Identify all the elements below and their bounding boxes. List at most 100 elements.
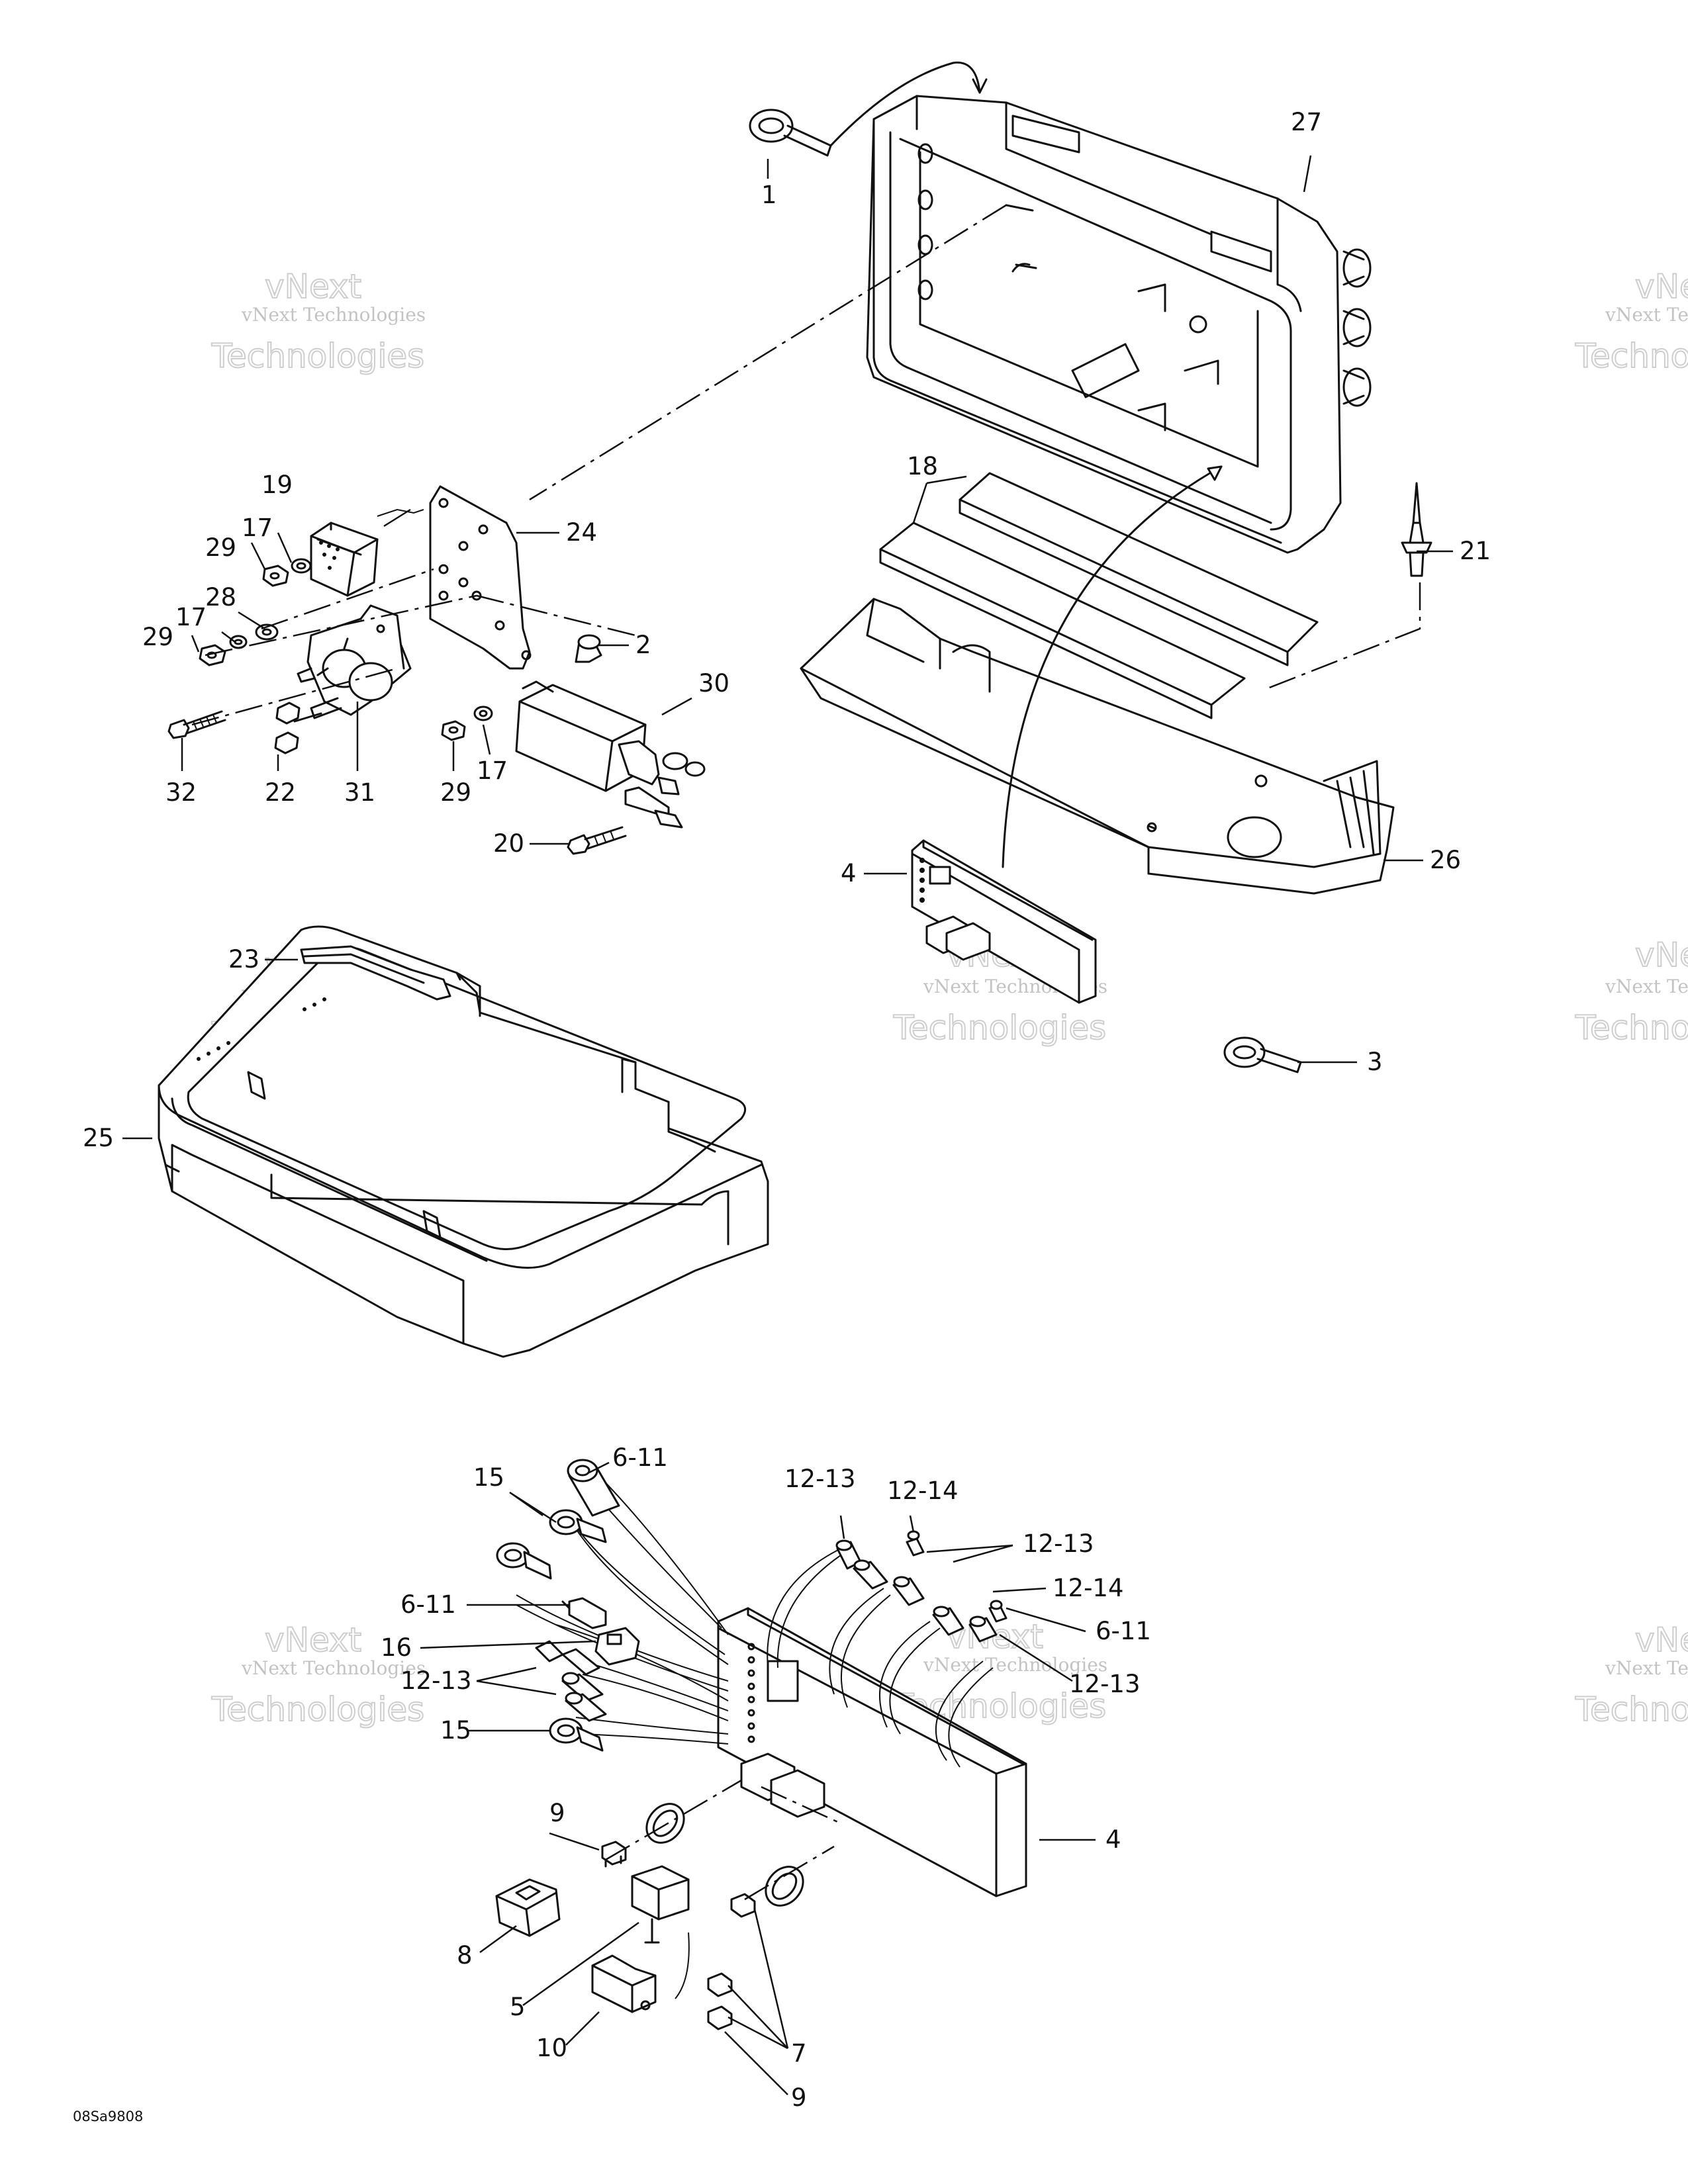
callout-17-b: 17 bbox=[175, 603, 207, 631]
callout-5: 5 bbox=[510, 1993, 526, 2021]
guide-line-1 bbox=[529, 204, 1007, 501]
callout-10: 10 bbox=[536, 2034, 567, 2062]
callout-labels: 1 27 18 21 19 24 17 29 28 17 29 2 30 32 … bbox=[83, 108, 1491, 2112]
fitting-3 bbox=[1342, 367, 1372, 407]
watermark-1: vNext vNext Technologies Technologies bbox=[211, 267, 426, 376]
fuse-7-a bbox=[730, 1893, 756, 1918]
base-tray bbox=[800, 465, 1395, 895]
fuse-7-b bbox=[707, 1972, 733, 1997]
insulator-pads bbox=[879, 472, 1319, 719]
svg-text:vNext: vNext bbox=[947, 1617, 1043, 1656]
callout-32: 32 bbox=[165, 778, 197, 807]
callout-22: 22 bbox=[265, 778, 296, 807]
guide-line-5 bbox=[191, 667, 398, 726]
guide-line-3 bbox=[261, 568, 434, 630]
callout-15-b: 15 bbox=[440, 1716, 471, 1745]
svg-text:vNext: vNext bbox=[265, 1621, 361, 1659]
svg-text:Technologies: Technologies bbox=[1575, 1009, 1688, 1047]
callout-30: 30 bbox=[698, 669, 729, 698]
guide-line-8 bbox=[744, 1845, 835, 1901]
callout-26: 26 bbox=[1430, 846, 1461, 874]
callout-6-11-b: 6-11 bbox=[400, 1590, 456, 1619]
guide-line-9 bbox=[761, 1786, 841, 1825]
svg-text:vNext Technologies: vNext Technologies bbox=[241, 1657, 426, 1679]
svg-text:vNext: vNext bbox=[1635, 1621, 1688, 1659]
callout-12-14-a: 12-14 bbox=[887, 1477, 959, 1505]
callout-12-14-b: 12-14 bbox=[1053, 1574, 1124, 1602]
callout-leaders bbox=[122, 155, 1453, 2095]
fuse-wire bbox=[675, 1932, 690, 1999]
fuse-9-bottom bbox=[707, 2005, 733, 2030]
svg-text:Technologies: Technologies bbox=[211, 1690, 424, 1729]
fasteners-left bbox=[199, 558, 312, 666]
callout-28: 28 bbox=[205, 583, 236, 612]
box-cover bbox=[158, 925, 769, 1358]
guide-line-2 bbox=[1267, 582, 1421, 690]
circuit-board-top bbox=[911, 839, 1097, 1004]
callout-12-13-c: 12-13 bbox=[1023, 1529, 1094, 1558]
callout-23: 23 bbox=[228, 945, 259, 974]
callout-4-bottom: 4 bbox=[1105, 1825, 1121, 1854]
guide-line-7 bbox=[605, 1779, 742, 1861]
callout-2: 2 bbox=[635, 631, 651, 659]
fuse-base-10 bbox=[591, 1954, 657, 2013]
guide-line-4 bbox=[205, 594, 477, 657]
screw-32 bbox=[167, 710, 226, 739]
watermark-6: vNext vNext Technologies Technologies bbox=[1574, 935, 1688, 1048]
callout-12-13-d: 12-13 bbox=[1069, 1670, 1141, 1698]
fuse-box-5 bbox=[631, 1865, 690, 1944]
seal-strip bbox=[300, 945, 451, 1001]
watermark-3: vNext vNext Technologies Technologies bbox=[1574, 267, 1688, 376]
svg-text:vNext: vNext bbox=[1635, 267, 1688, 306]
callout-17-a: 17 bbox=[242, 514, 273, 542]
callout-25: 25 bbox=[83, 1124, 114, 1152]
box-housing bbox=[866, 95, 1372, 554]
svg-text:vNext Technologies: vNext Technologies bbox=[923, 1654, 1107, 1676]
callout-20: 20 bbox=[493, 829, 524, 858]
callout-19: 19 bbox=[261, 471, 293, 499]
callout-31: 31 bbox=[344, 778, 375, 807]
callout-1: 1 bbox=[761, 181, 777, 209]
wire-harness bbox=[516, 1469, 994, 1768]
grommet-1 bbox=[645, 1803, 685, 1844]
svg-text:vNext Technologies: vNext Technologies bbox=[241, 304, 426, 326]
push-rivet bbox=[1401, 482, 1432, 577]
relay-30 bbox=[515, 680, 706, 829]
svg-text:vNext: vNext bbox=[1635, 936, 1688, 974]
svg-text:vNext: vNext bbox=[265, 267, 361, 306]
callout-3: 3 bbox=[1367, 1048, 1383, 1076]
callout-15-a: 15 bbox=[473, 1463, 504, 1492]
figure-code: 08Sa9808 bbox=[73, 2109, 143, 2124]
svg-text:Technologies: Technologies bbox=[211, 337, 424, 375]
callout-12-13-b: 12-13 bbox=[784, 1465, 856, 1493]
circuit-module bbox=[717, 1607, 1027, 1897]
svg-text:Technologies: Technologies bbox=[893, 1009, 1106, 1047]
callout-7: 7 bbox=[791, 2039, 807, 2068]
mounting-plate bbox=[429, 485, 532, 670]
fuse-holder-8 bbox=[495, 1878, 561, 1937]
callout-17-c: 17 bbox=[477, 756, 508, 785]
flasher-module bbox=[310, 522, 379, 597]
callout-29-a: 29 bbox=[205, 533, 236, 562]
fitting-1 bbox=[1342, 248, 1372, 288]
svg-text:vNext Technologies: vNext Technologies bbox=[1605, 976, 1688, 997]
callout-29-c: 29 bbox=[440, 778, 471, 807]
fasteners-mid bbox=[441, 705, 493, 741]
callout-21: 21 bbox=[1460, 537, 1491, 565]
guide-line-6 bbox=[476, 594, 636, 637]
callout-12-13-a: 12-13 bbox=[400, 1666, 472, 1695]
callout-24: 24 bbox=[566, 518, 597, 547]
callout-18: 18 bbox=[907, 452, 938, 480]
callout-27: 27 bbox=[1291, 108, 1322, 136]
callout-9-top: 9 bbox=[549, 1799, 565, 1827]
solenoid-relay bbox=[274, 604, 412, 754]
callout-29-b: 29 bbox=[142, 623, 173, 651]
svg-text:Technologies: Technologies bbox=[1575, 337, 1688, 375]
fitting-2 bbox=[1342, 308, 1372, 347]
callout-6-11-a: 6-11 bbox=[612, 1443, 668, 1472]
svg-text:vNext Technologies: vNext Technologies bbox=[1605, 304, 1688, 326]
callout-6-11-c: 6-11 bbox=[1096, 1617, 1151, 1645]
tie-strap-3 bbox=[1223, 1036, 1302, 1073]
watermark-9: vNext vNext Technologies Technologies bbox=[1574, 1620, 1688, 1729]
